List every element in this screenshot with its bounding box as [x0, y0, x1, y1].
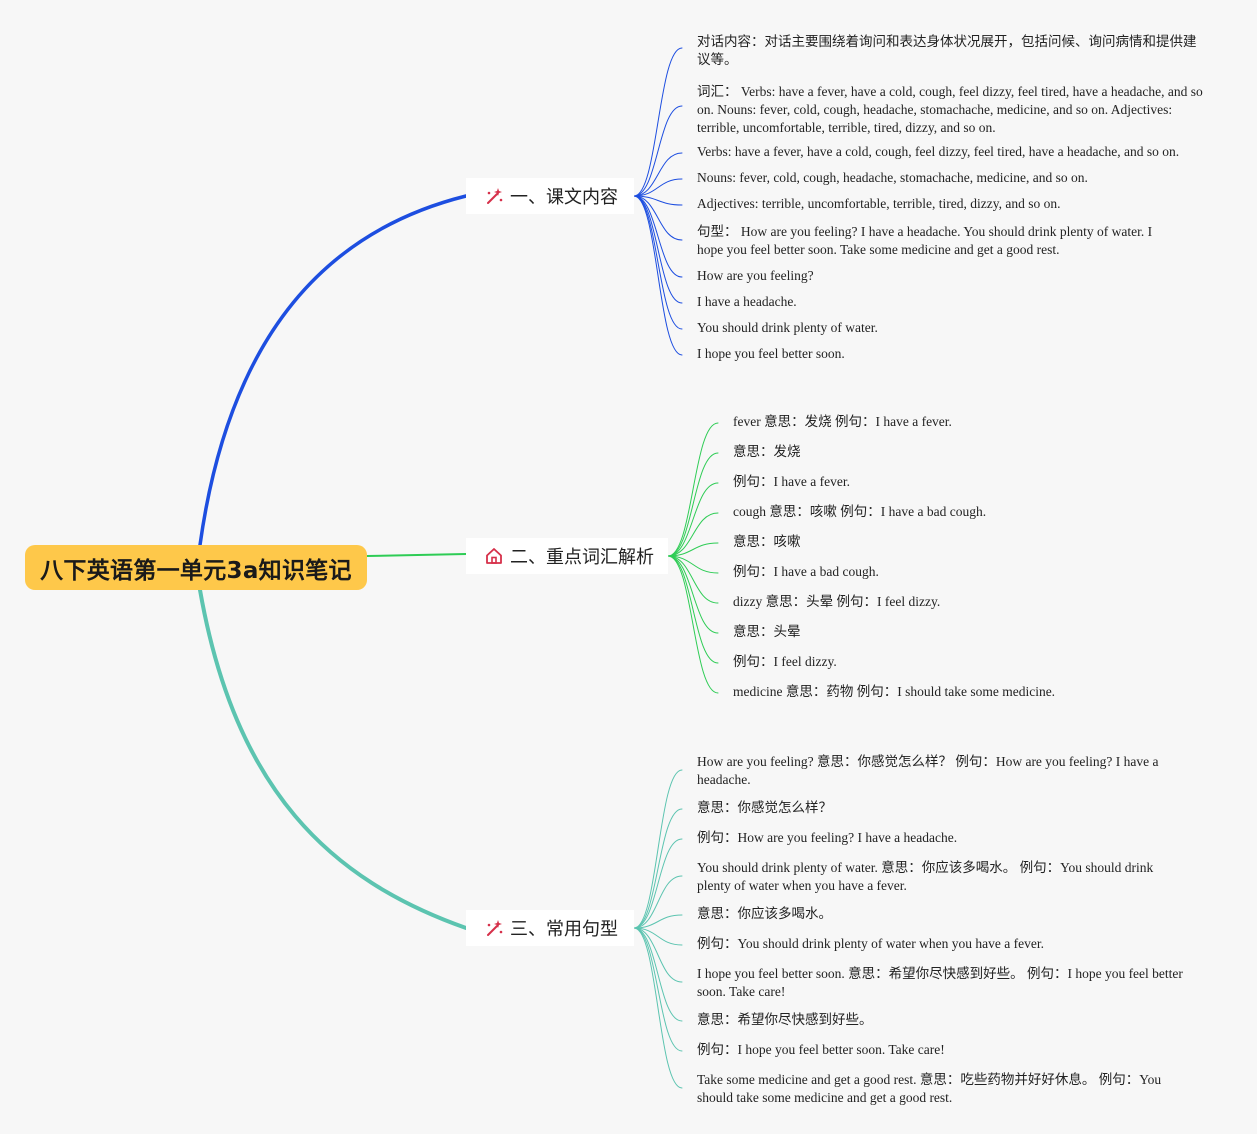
leaf-topic[interactable]: Nouns: fever, cold, cough, headache, sto…	[697, 170, 1088, 185]
leaf-topic[interactable]: 意思：发烧	[733, 444, 801, 459]
leaf-topic[interactable]: 意思：你应该多喝水。	[697, 906, 832, 921]
branch-label: 一、课文内容	[510, 187, 618, 208]
leaf-connector-b1-7	[633, 195, 683, 304]
leaf-connector-b2-1	[667, 452, 719, 557]
leaf-topic[interactable]: 意思：头晕	[733, 624, 801, 639]
leaf-connector-b3-8	[633, 927, 683, 1052]
leaf-topic[interactable]: cough 意思：咳嗽 例句：I have a bad cough.	[733, 504, 987, 519]
leaf-connector-b2-9	[667, 555, 719, 694]
leaf-connector-b2-3	[667, 512, 719, 557]
leaf-topic[interactable]: You should drink plenty of water. 意思：你应该…	[697, 860, 1154, 893]
leaf-topic[interactable]: 例句：I hope you feel better soon. Take car…	[697, 1042, 945, 1057]
leaf-topic[interactable]: How are you feeling?	[697, 268, 814, 283]
leaf-connector-b2-0	[667, 422, 719, 557]
magic-wand-icon	[487, 188, 503, 204]
leaf-connector-b3-0	[633, 769, 683, 929]
leaf-topic[interactable]: 例句：I feel dizzy.	[733, 654, 837, 669]
leaf-topic[interactable]: 意思：你感觉怎么样？	[697, 800, 832, 815]
connector-branch-1	[198, 194, 468, 547]
leaf-connector-b3-9	[633, 927, 683, 1089]
leaf-connector-b1-8	[633, 195, 683, 330]
leaf-topic[interactable]: 意思：咳嗽	[733, 534, 801, 549]
branch-label: 三、常用句型	[510, 919, 618, 940]
leaf-topic[interactable]: Verbs: have a fever, have a cold, cough,…	[697, 144, 1180, 159]
leaf-connector-b1-3	[633, 178, 683, 197]
leaf-topic[interactable]: 例句：I have a fever.	[733, 474, 850, 489]
leaf-topic[interactable]: fever 意思：发烧 例句：I have a fever.	[733, 414, 952, 429]
leaf-topic[interactable]: I have a headache.	[697, 294, 797, 309]
branch-topic-common-sentences[interactable]: 三、常用句型	[466, 910, 634, 946]
leaf-topic[interactable]: I hope you feel better soon.	[697, 346, 845, 361]
connector-branch-2	[366, 553, 467, 557]
leaf-topic[interactable]: Adjectives: terrible, uncomfortable, ter…	[697, 196, 1061, 211]
leaf-topic[interactable]: dizzy 意思：头晕 例句：I feel dizzy.	[733, 594, 941, 609]
leaf-topic[interactable]: You should drink plenty of water.	[697, 320, 878, 335]
leaf-connector-b3-4	[633, 914, 683, 929]
leaf-connector-b1-1	[633, 105, 683, 197]
leaf-topic[interactable]: 例句：I have a bad cough.	[733, 564, 879, 579]
leaf-topic[interactable]: 意思：希望你尽快感到好些。	[697, 1012, 873, 1027]
leaf-topic[interactable]: How are you feeling? 意思：你感觉怎么样？ 例句：How a…	[697, 754, 1159, 787]
connector-branch-3	[198, 588, 468, 930]
leaf-connector-b1-4	[633, 195, 683, 206]
leaf-connector-b3-5	[633, 927, 683, 946]
leaf-topic[interactable]: 词汇： Verbs: have a fever, have a cold, co…	[697, 84, 1203, 135]
leaf-connector-b3-2	[633, 838, 683, 929]
leaf-connector-b2-2	[667, 482, 719, 557]
leaf-connector-b1-5	[633, 195, 683, 241]
leaf-topic[interactable]: 例句：How are you feeling? I have a headach…	[697, 830, 958, 845]
leaf-connector-b2-4	[667, 542, 719, 557]
leaf-connector-b2-7	[667, 555, 719, 634]
leaf-connector-b1-9	[633, 195, 683, 356]
magic-wand-icon	[487, 920, 503, 936]
leaf-connector-b2-5	[667, 555, 719, 574]
leaf-connector-b1-2	[633, 152, 683, 197]
leaf-connector-b3-6	[633, 927, 683, 983]
home-icon	[486, 548, 502, 564]
leaf-topic[interactable]: Take some medicine and get a good rest. …	[697, 1072, 1162, 1105]
leaf-topic[interactable]: 例句：You should drink plenty of water when…	[697, 936, 1044, 951]
leaf-topic[interactable]: 对话内容：对话主要围绕着询问和表达身体状况展开，包括问候、询问病情和提供建议等。	[697, 34, 1197, 67]
root-topic[interactable]: 八下英语第一单元3a知识笔记	[25, 545, 367, 590]
leaf-connector-b1-0	[633, 47, 683, 197]
leaf-topic[interactable]: I hope you feel better soon. 意思：希望你尽快感到好…	[697, 966, 1183, 999]
branch-label: 二、重点词汇解析	[510, 547, 654, 568]
leaf-connector-b3-3	[633, 875, 683, 929]
leaf-topic[interactable]: medicine 意思：药物 例句：I should take some med…	[733, 684, 1056, 699]
leaf-connector-b3-1	[633, 808, 683, 929]
leaf-topic[interactable]: 句型： How are you feeling? I have a headac…	[697, 224, 1153, 257]
branch-topic-lesson-content[interactable]: 一、课文内容	[466, 178, 634, 214]
leaf-connector-b2-6	[667, 555, 719, 604]
branch-topic-key-vocabulary[interactable]: 二、重点词汇解析	[466, 538, 668, 574]
